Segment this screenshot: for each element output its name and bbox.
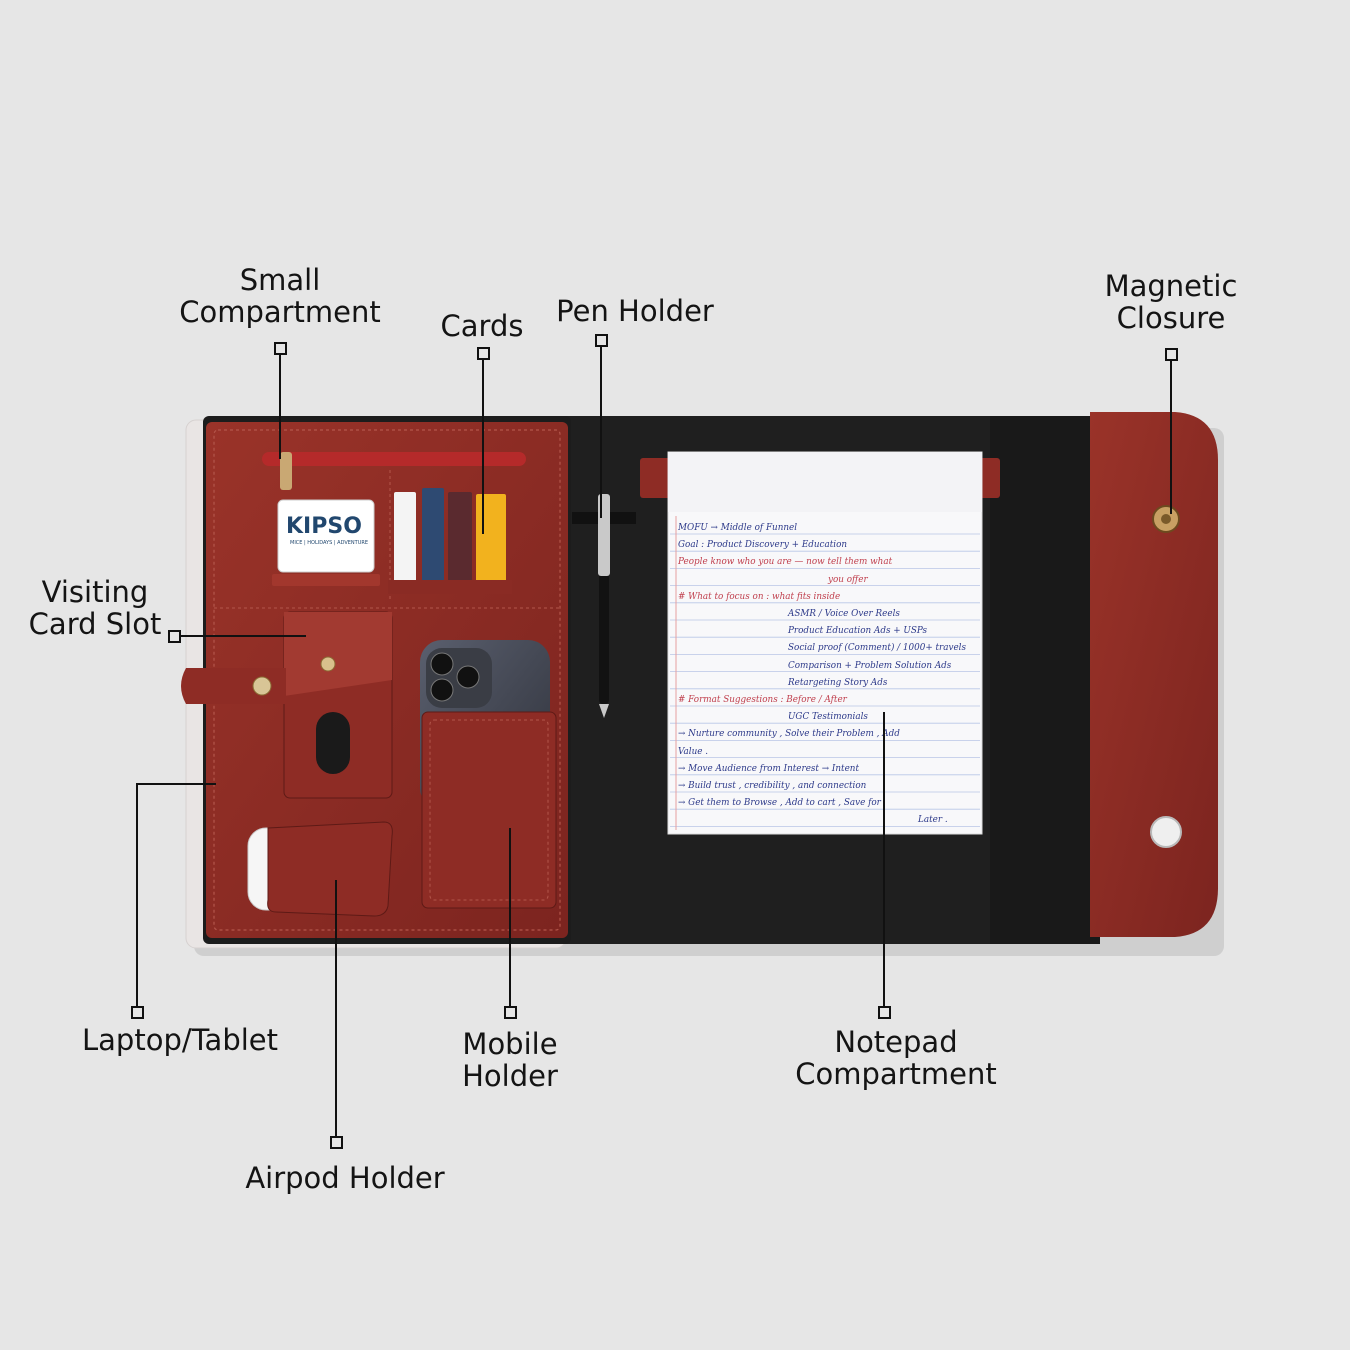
node-small-compartment — [274, 342, 287, 355]
card-brand-subtext: MICE | HOLIDAYS | ADVENTURE — [290, 540, 368, 546]
line-mobile-holder — [509, 828, 511, 1008]
node-pen-holder — [595, 334, 608, 347]
node-mobile-holder — [504, 1006, 517, 1019]
line-laptop-tablet-h — [136, 783, 216, 785]
airpod-holder — [247, 821, 393, 917]
line-laptop-tablet-v — [136, 783, 138, 1009]
label-mobile-holder: Mobile Holder — [462, 1027, 558, 1093]
label-notepad-compartment: Notepad Compartment — [795, 1025, 997, 1091]
notepad-line: ASMR / Voice Over Reels — [788, 609, 900, 620]
mobile-holder-pocket — [421, 711, 557, 909]
notepad-line: → Move Audience from Interest → Intent — [678, 763, 859, 774]
node-cards — [477, 347, 490, 360]
notepad-line: Retargeting Story Ads — [788, 677, 888, 688]
label-visiting-card-slot: Visiting Card Slot — [28, 575, 162, 641]
visiting-card-slot-pouch — [181, 611, 393, 799]
cards-in-slots — [388, 488, 512, 594]
notepad-line: → Nurture community , Solve their Proble… — [678, 729, 900, 740]
label-laptop-tablet: Laptop/Tablet — [82, 1023, 278, 1057]
line-small-compartment — [279, 349, 281, 459]
label-cards: Cards — [440, 309, 524, 343]
node-airpod-holder — [330, 1136, 343, 1149]
notepad-line: UGC Testimonials — [788, 712, 868, 723]
label-airpod-holder: Airpod Holder — [245, 1161, 445, 1195]
notepad-line: → Get them to Browse , Add to cart , Sav… — [678, 798, 881, 809]
card-window — [316, 712, 350, 774]
line-visiting-card-slot — [178, 635, 306, 637]
node-visiting-card-slot — [168, 630, 181, 643]
notepad-line: MOFU → Middle of Funnel — [678, 523, 798, 533]
label-small-compartment: Small Compartment — [179, 263, 381, 329]
snap-button-bottom — [1150, 816, 1182, 848]
line-airpod-holder — [335, 880, 337, 1138]
notepad-line: Value . — [678, 746, 709, 757]
visiting-card — [272, 499, 380, 586]
line-notepad-compartment — [883, 712, 885, 1008]
notepad-line: Comparison + Problem Solution Ads — [788, 660, 952, 671]
notepad-line: Later . — [918, 815, 948, 826]
notepad-line: Product Education Ads + USPs — [788, 626, 928, 637]
label-magnetic-closure: Magnetic Closure — [1104, 269, 1238, 335]
notepad-line: Social proof (Comment) / 1000+ travels — [788, 643, 966, 654]
notepad — [667, 451, 983, 835]
notepad-line: Goal : Product Discovery + Education — [678, 540, 848, 551]
notepad-line: # Format Suggestions : Before / After — [678, 695, 847, 706]
notepad-line: People know who you are — now tell them … — [678, 557, 893, 568]
line-magnetic-closure — [1170, 358, 1172, 514]
magnetic-closure-flap — [1090, 412, 1218, 937]
line-pen-holder — [600, 342, 602, 518]
notepad-line: you offer — [828, 574, 868, 585]
zipper — [262, 452, 526, 466]
node-notepad-compartment — [878, 1006, 891, 1019]
card-brand: KIPSO — [286, 514, 362, 539]
zipper-pull — [280, 452, 292, 490]
node-magnetic-closure — [1165, 348, 1178, 361]
notepad-line: # What to focus on : what fits inside — [678, 591, 841, 602]
node-laptop-tablet — [131, 1006, 144, 1019]
line-cards — [482, 354, 484, 534]
label-pen-holder: Pen Holder — [556, 294, 714, 328]
notepad-line: → Build trust , credibility , and connec… — [678, 781, 867, 792]
